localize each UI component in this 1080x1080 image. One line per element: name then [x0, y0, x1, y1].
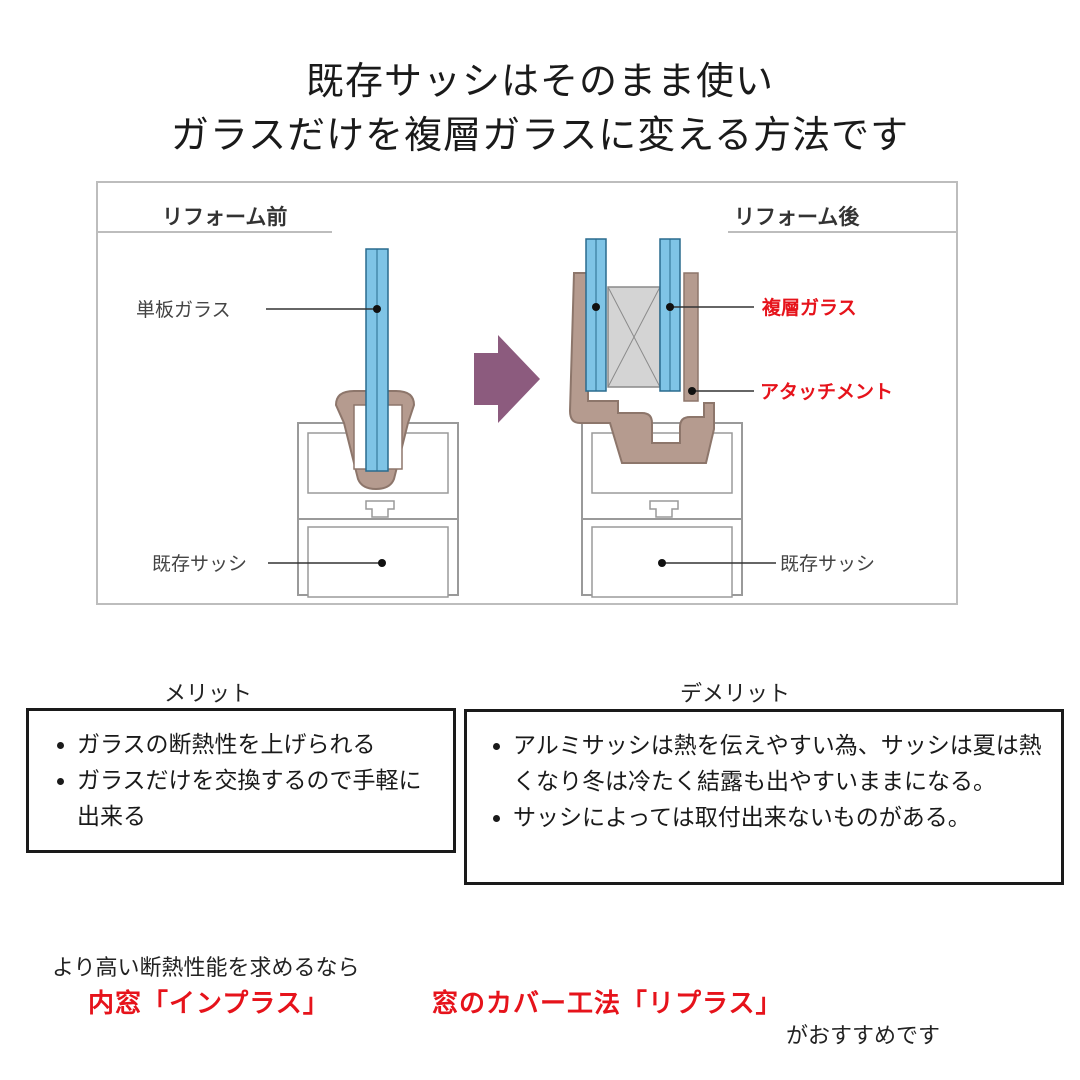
merit-item: ガラスの断熱性を上げられる	[77, 727, 435, 763]
demerit-item: サッシによっては取付出来ないものがある。	[513, 800, 1043, 836]
merit-heading: メリット	[164, 682, 253, 707]
merit-item: ガラスだけを交換するので手軽に出来る	[77, 763, 435, 835]
after-reform-label: リフォーム後	[734, 205, 860, 229]
demerit-box: アルミサッシは熱を伝えやすい為、サッシは夏は熱くなり冬は冷たく結露も出やすいまま…	[464, 709, 1064, 885]
recommendation-lead: より高い断熱性能を求めるなら	[52, 956, 360, 981]
demerit-item: アルミサッシは熱を伝えやすい為、サッシは夏は熱くなり冬は冷たく結露も出やすいまま…	[513, 728, 1043, 800]
double-glass-callout: 複層ガラス	[762, 297, 857, 319]
merit-box: ガラスの断熱性を上げられる ガラスだけを交換するので手軽に出来る	[26, 708, 456, 853]
existing-sash-callout-right: 既存サッシ	[780, 553, 876, 575]
after-sash-illustration	[568, 238, 776, 598]
page-title-line-2: ガラスだけを複層ガラスに変える方法です	[170, 113, 910, 157]
recommendation-option-inplus: 内窓「インプラス」	[88, 989, 330, 1019]
page-title-line-1: 既存サッシはそのまま使い	[305, 59, 774, 103]
recommendation-option-replus: 窓のカバー工法「リプラス」	[432, 989, 783, 1019]
reform-diagram-illustration	[98, 231, 956, 598]
demerit-heading: デメリット	[680, 682, 791, 707]
attachment-callout: アタッチメント	[760, 381, 894, 403]
existing-sash-callout-left: 既存サッシ	[152, 553, 248, 575]
merit-list: ガラスの断熱性を上げられる ガラスだけを交換するので手軽に出来る	[47, 727, 435, 835]
reform-arrow-icon	[474, 335, 540, 423]
demerit-list: アルミサッシは熱を伝えやすい為、サッシは夏は熱くなり冬は冷たく結露も出やすいまま…	[485, 728, 1043, 836]
recommendation-tail: がおすすめです	[786, 1024, 941, 1049]
before-reform-label: リフォーム前	[162, 205, 288, 229]
reform-diagram: リフォーム前 リフォーム後 単板ガラス 既存サッシ 既存サッシ 複層ガラス アタ…	[96, 181, 958, 605]
before-sash-illustration	[266, 248, 459, 598]
single-glass-callout: 単板ガラス	[136, 299, 231, 321]
